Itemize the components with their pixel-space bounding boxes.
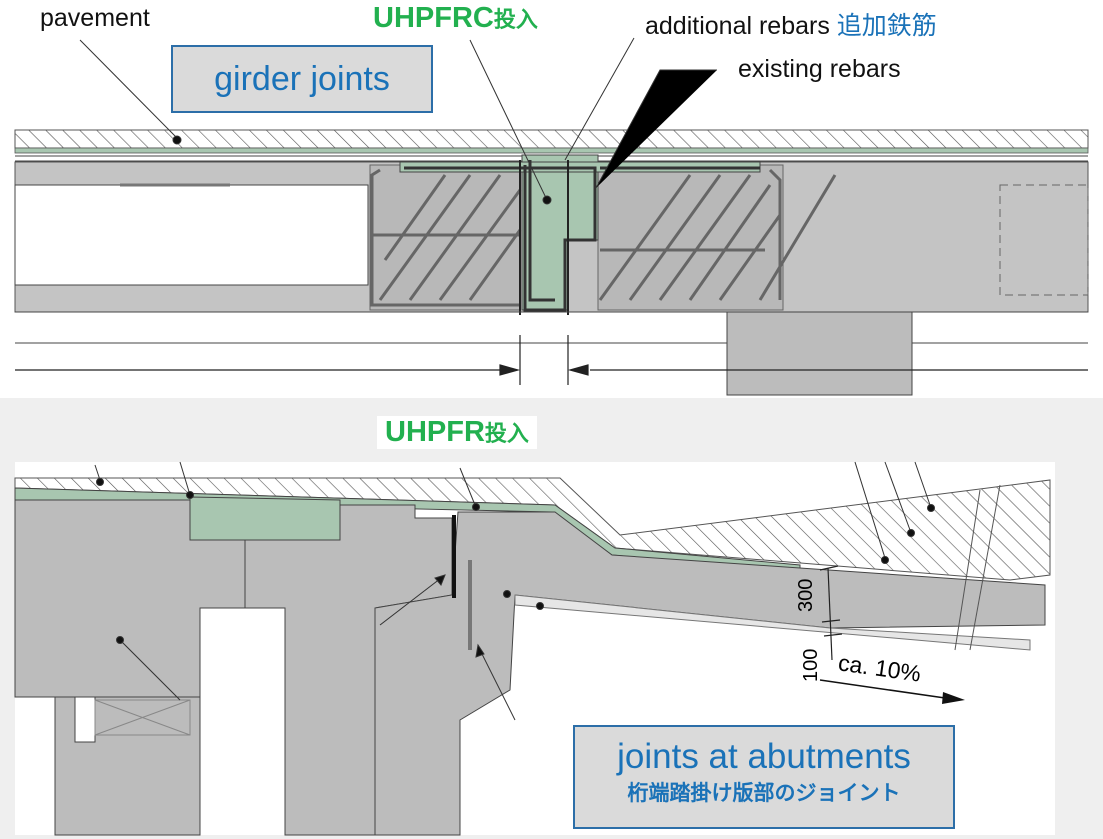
bearing-pier bbox=[726, 311, 913, 396]
uhpfrc-jp-text: 投入 bbox=[493, 7, 538, 32]
lean-concrete bbox=[514, 594, 1031, 651]
additional-rebars-label: additional rebars 追加鉄筋 bbox=[645, 6, 937, 42]
joints-at-abutments-title: joints at abutments 桁端踏掛け版部のジョイント bbox=[573, 725, 955, 829]
uhpfr-label: UHPFR投入 bbox=[377, 416, 537, 449]
end-block-left bbox=[369, 164, 521, 311]
additional-rebars bbox=[404, 160, 760, 312]
dim-100-label: 100 bbox=[800, 648, 822, 682]
existing-rebars bbox=[370, 168, 837, 307]
leader-lines-bottom bbox=[94, 461, 935, 721]
leader-lines bbox=[79, 37, 717, 205]
thickness-dimensions bbox=[819, 565, 843, 661]
uhpfrc-overlay bbox=[14, 147, 1089, 154]
bearing-cross bbox=[94, 699, 191, 736]
joints-at-abutments-text: joints at abutments bbox=[617, 737, 911, 776]
end-block-right bbox=[597, 164, 784, 311]
abutment-joint-section bbox=[14, 461, 1051, 836]
gap-dimension bbox=[15, 335, 1088, 385]
slope-arrow bbox=[819, 679, 965, 704]
pavement-label: pavement bbox=[40, 4, 150, 32]
uhpfrc-text: UHPFRC bbox=[373, 2, 494, 34]
girder-joint-section bbox=[14, 37, 1089, 396]
approach-slab bbox=[374, 511, 1046, 836]
diaphragm-outline bbox=[999, 184, 1089, 296]
girder-joints-title: girder joints bbox=[171, 45, 433, 113]
additional-rebars-jp-text: 追加鉄筋 bbox=[836, 12, 937, 40]
uhpfr-backwall-fill bbox=[189, 496, 341, 541]
existing-rebars-label: existing rebars bbox=[738, 55, 901, 83]
dim-300-label: 300 bbox=[795, 578, 817, 612]
girder-void bbox=[14, 184, 369, 286]
uhpfr-text: UHPFR bbox=[385, 416, 485, 448]
additional-rebars-text: additional rebars bbox=[645, 12, 830, 40]
joints-at-abutments-jp-text: 桁端踏掛け版部のジョイント bbox=[627, 782, 901, 805]
uhpfr-jp-text: 投入 bbox=[484, 421, 529, 446]
uhpfrc-label: UHPFRC投入 bbox=[373, 2, 538, 35]
